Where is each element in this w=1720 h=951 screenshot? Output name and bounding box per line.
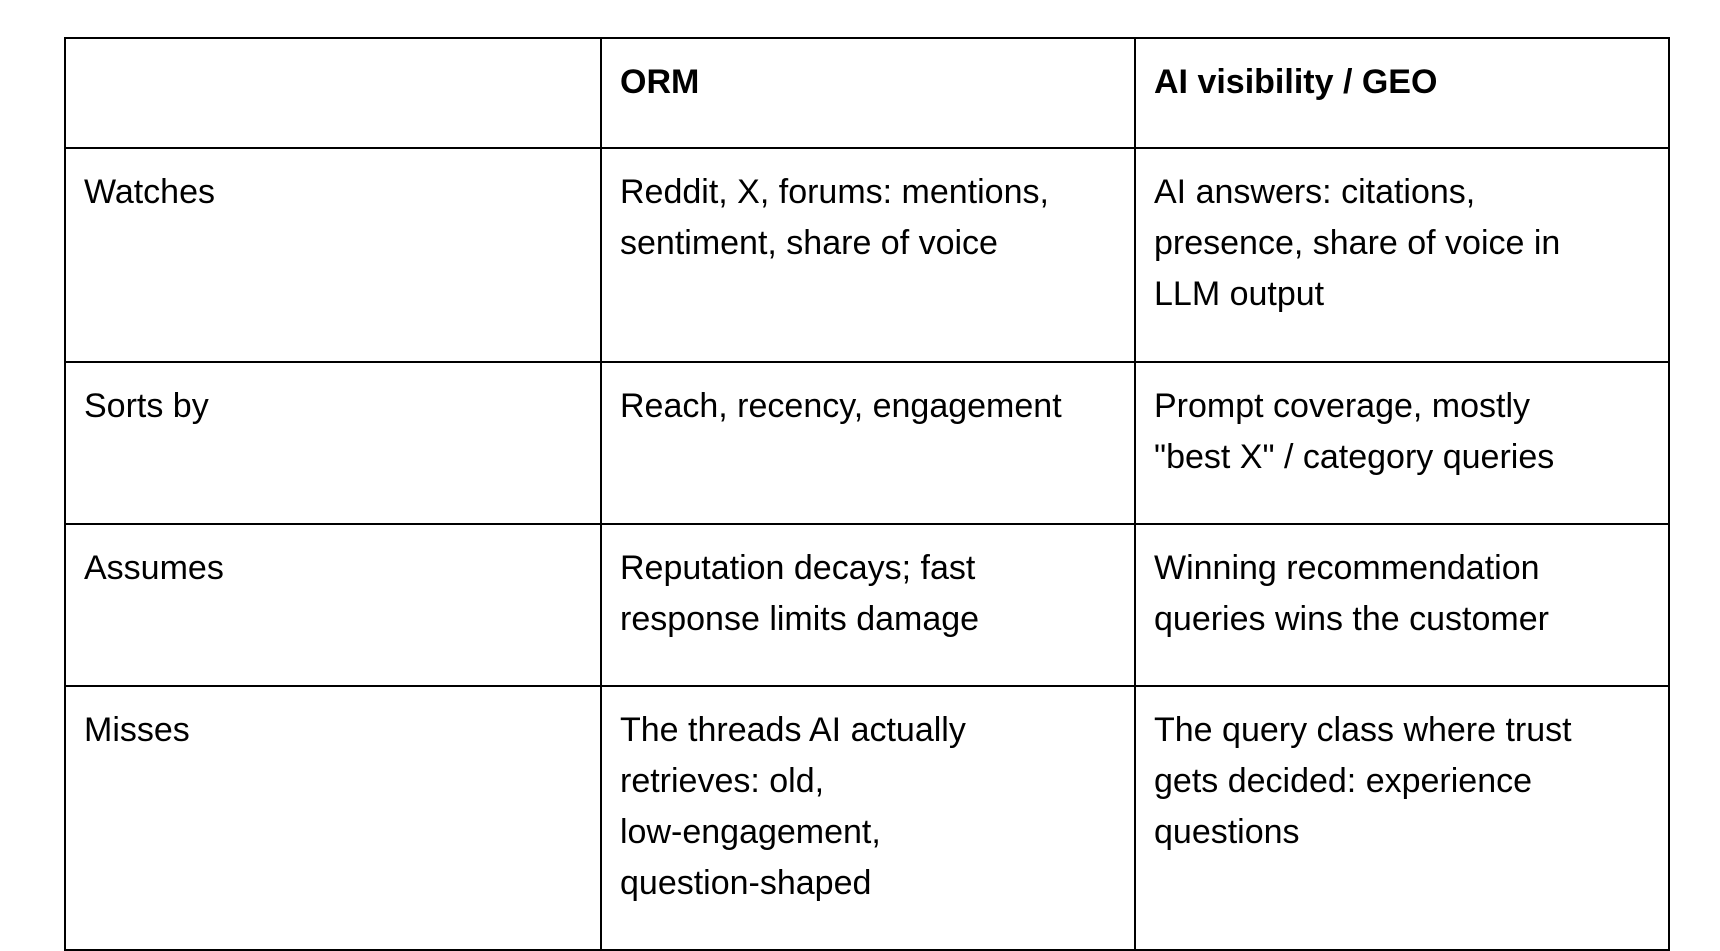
geo-cell: Prompt coverage, mostly "best X" / categ… [1134, 361, 1670, 525]
header-empty-cell [64, 37, 602, 149]
row-label: Assumes [64, 523, 602, 687]
geo-cell: AI answers: citations, presence, share o… [1134, 147, 1670, 363]
row-label: Watches [64, 147, 602, 363]
table-row: Sorts by Reach, recency, engagement Prom… [64, 361, 1670, 525]
geo-cell: Winning recommendation queries wins the … [1134, 523, 1670, 687]
header-ai-visibility-geo: AI visibility / GEO [1134, 37, 1670, 149]
table-row: Misses The threads AI actually retrieves… [64, 685, 1670, 951]
table-row: Watches Reddit, X, forums: mentions, sen… [64, 147, 1670, 363]
geo-cell: The query class where trust gets decided… [1134, 685, 1670, 951]
orm-cell: Reach, recency, engagement [600, 361, 1136, 525]
orm-cell: Reputation decays; fast response limits … [600, 523, 1136, 687]
table-row: Assumes Reputation decays; fast response… [64, 523, 1670, 687]
orm-cell: The threads AI actually retrieves: old, … [600, 685, 1136, 951]
row-label: Sorts by [64, 361, 602, 525]
comparison-table: ORM AI visibility / GEO Watches Reddit, … [64, 37, 1670, 951]
header-orm: ORM [600, 37, 1136, 149]
row-label: Misses [64, 685, 602, 951]
table-header-row: ORM AI visibility / GEO [64, 37, 1670, 149]
orm-cell: Reddit, X, forums: mentions, sentiment, … [600, 147, 1136, 363]
